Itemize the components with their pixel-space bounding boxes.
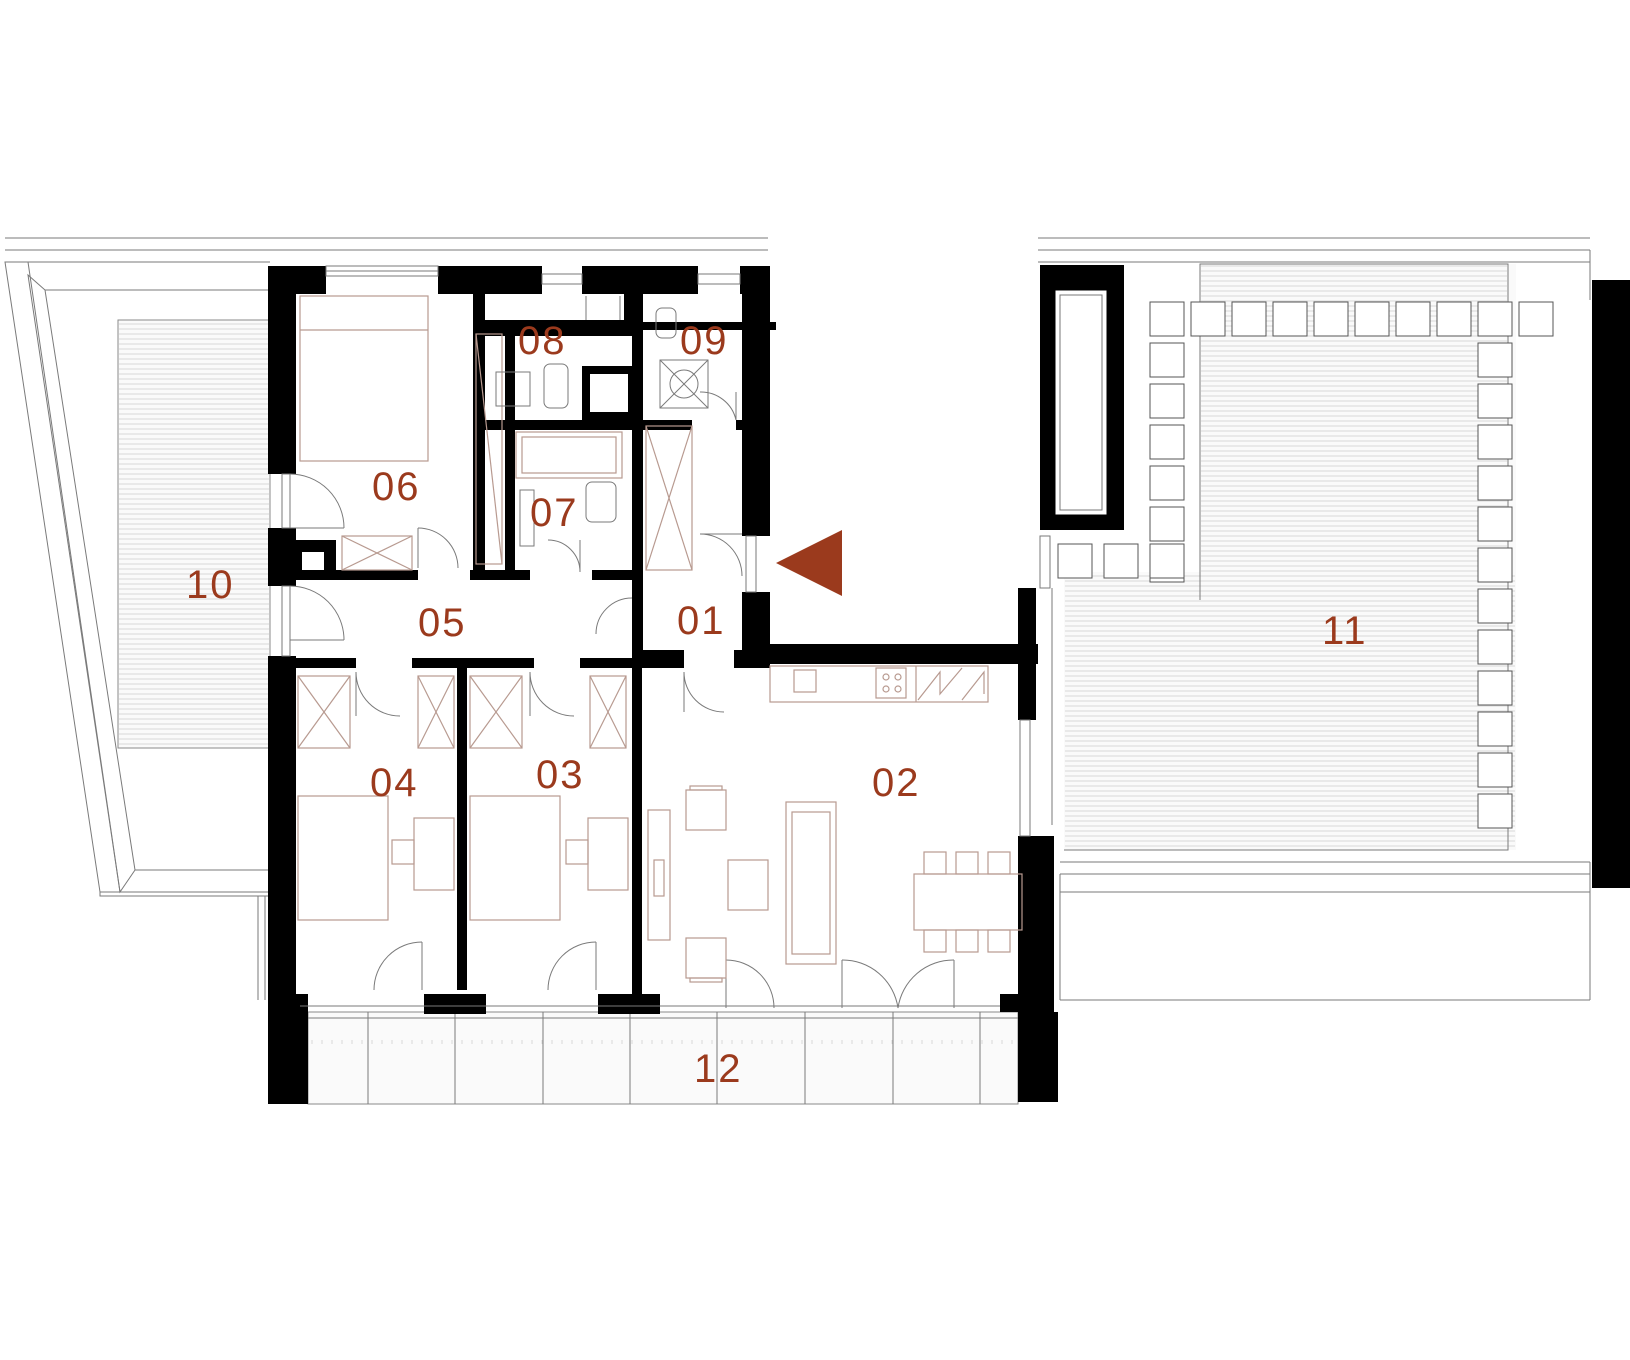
paving-tile — [1477, 383, 1513, 419]
room-label-01: 01 — [677, 599, 726, 643]
room-label-07: 07 — [530, 491, 579, 535]
paving-tile — [1477, 588, 1513, 624]
room-labels: 01 02 03 04 05 06 07 08 09 10 11 12 — [186, 319, 1368, 1091]
paving-tile — [1477, 752, 1513, 788]
terrace-11-area — [1038, 237, 1630, 1001]
door-swings — [289, 391, 1000, 1009]
paving-tile — [1518, 301, 1554, 337]
paving-tile — [1477, 793, 1513, 829]
paving-tile — [1149, 383, 1185, 419]
room-label-04: 04 — [370, 761, 419, 805]
paving-tile — [1149, 506, 1185, 542]
paving-tile — [1149, 424, 1185, 460]
paving-tile — [1149, 301, 1185, 337]
paving-tile — [1057, 543, 1093, 579]
sanitary-fixtures — [495, 296, 709, 547]
furniture — [297, 295, 1023, 983]
room-label-08: 08 — [518, 319, 567, 363]
paving-tile — [1477, 547, 1513, 583]
paving-tile — [1231, 301, 1267, 337]
paving-tile — [1477, 424, 1513, 460]
windows — [281, 265, 1051, 837]
paving-tile — [1436, 301, 1472, 337]
terrace-10-decking — [119, 323, 269, 745]
paving-tile — [1149, 465, 1185, 501]
paving-tile — [1354, 301, 1390, 337]
paving-tile — [1149, 342, 1185, 378]
room-label-02: 02 — [872, 761, 921, 805]
paving-tile — [1477, 301, 1513, 337]
paving-tile — [1395, 301, 1431, 337]
interior-walls — [296, 294, 770, 994]
room-label-03: 03 — [536, 753, 585, 797]
room-label-11: 11 — [1322, 609, 1368, 653]
paving-tile — [1190, 301, 1226, 337]
paving-tile — [1477, 506, 1513, 542]
paving-tile — [1313, 301, 1349, 337]
paving-tile — [1149, 543, 1185, 579]
room-label-06: 06 — [372, 465, 421, 509]
terrace-11-decking — [1065, 265, 1515, 847]
paving-tile — [1477, 670, 1513, 706]
balcony-12-area — [300, 1011, 1019, 1105]
paving-tile — [1477, 629, 1513, 665]
room-label-10: 10 — [186, 563, 235, 607]
paving-tile — [1477, 465, 1513, 501]
paving-tile — [1103, 543, 1139, 579]
paving-tile — [1477, 711, 1513, 747]
room-label-12: 12 — [694, 1047, 743, 1091]
terrace-11-paving-tiles — [1057, 301, 1554, 829]
balcony-12-decking — [311, 1040, 1013, 1044]
paving-tile — [1477, 342, 1513, 378]
room-label-09: 09 — [680, 319, 729, 363]
entrance-arrow-icon — [776, 530, 842, 596]
room-label-05: 05 — [418, 601, 467, 645]
paving-tile — [1272, 301, 1308, 337]
